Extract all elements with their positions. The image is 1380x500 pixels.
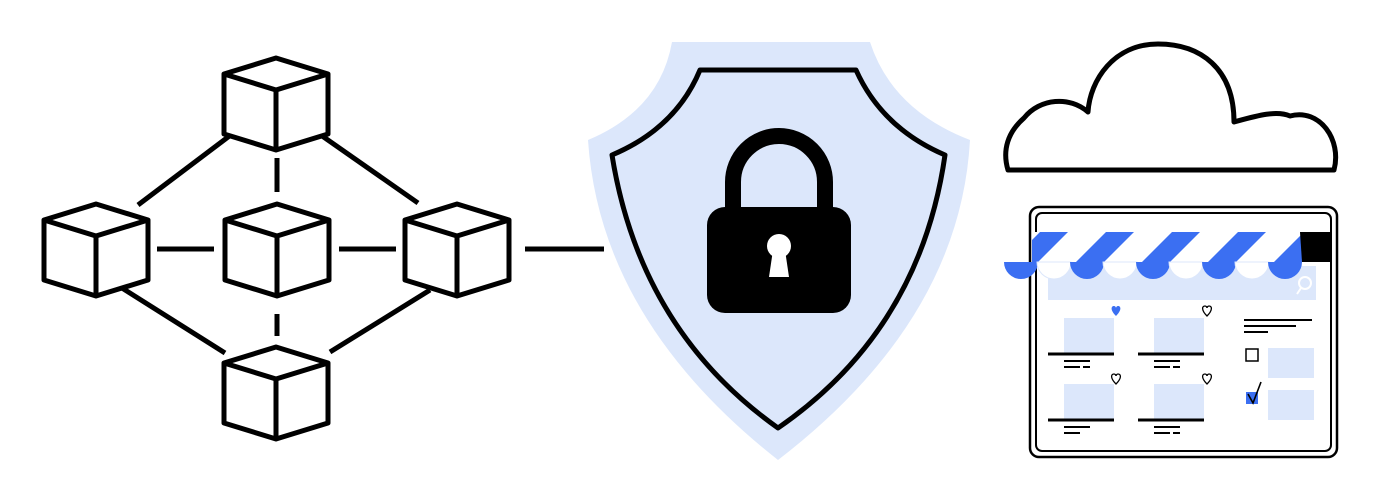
heart-outline-icon[interactable] (1201, 305, 1213, 317)
block-top (224, 58, 328, 150)
shield-lock-icon (588, 42, 970, 460)
network-links (120, 121, 604, 356)
product-card[interactable] (1138, 373, 1213, 434)
filter-option (1268, 390, 1314, 420)
block-left (44, 204, 148, 296)
checkmark-icon (1247, 381, 1262, 405)
block-bottom (224, 347, 328, 439)
block-center (225, 204, 329, 296)
product-card[interactable] (1048, 306, 1121, 368)
heart-filled-icon[interactable] (1111, 306, 1121, 316)
product-card[interactable] (1138, 305, 1213, 368)
padlock-icon (707, 128, 851, 313)
browser-inner-frame (1035, 212, 1332, 452)
search-icon[interactable] (1296, 276, 1312, 295)
filter-checkbox-unchecked[interactable] (1245, 348, 1259, 362)
online-store-icon (1004, 205, 1339, 459)
filter-panel (1244, 319, 1314, 420)
block-right (405, 204, 509, 296)
heart-outline-icon[interactable] (1201, 373, 1213, 385)
awning-scallops (1004, 261, 1302, 280)
awning (1032, 232, 1332, 262)
heart-outline-icon[interactable] (1110, 373, 1122, 385)
cloud-icon (1003, 41, 1339, 173)
filter-option (1268, 348, 1314, 378)
blockchain-network-icon (44, 58, 604, 439)
product-card[interactable] (1048, 373, 1122, 434)
